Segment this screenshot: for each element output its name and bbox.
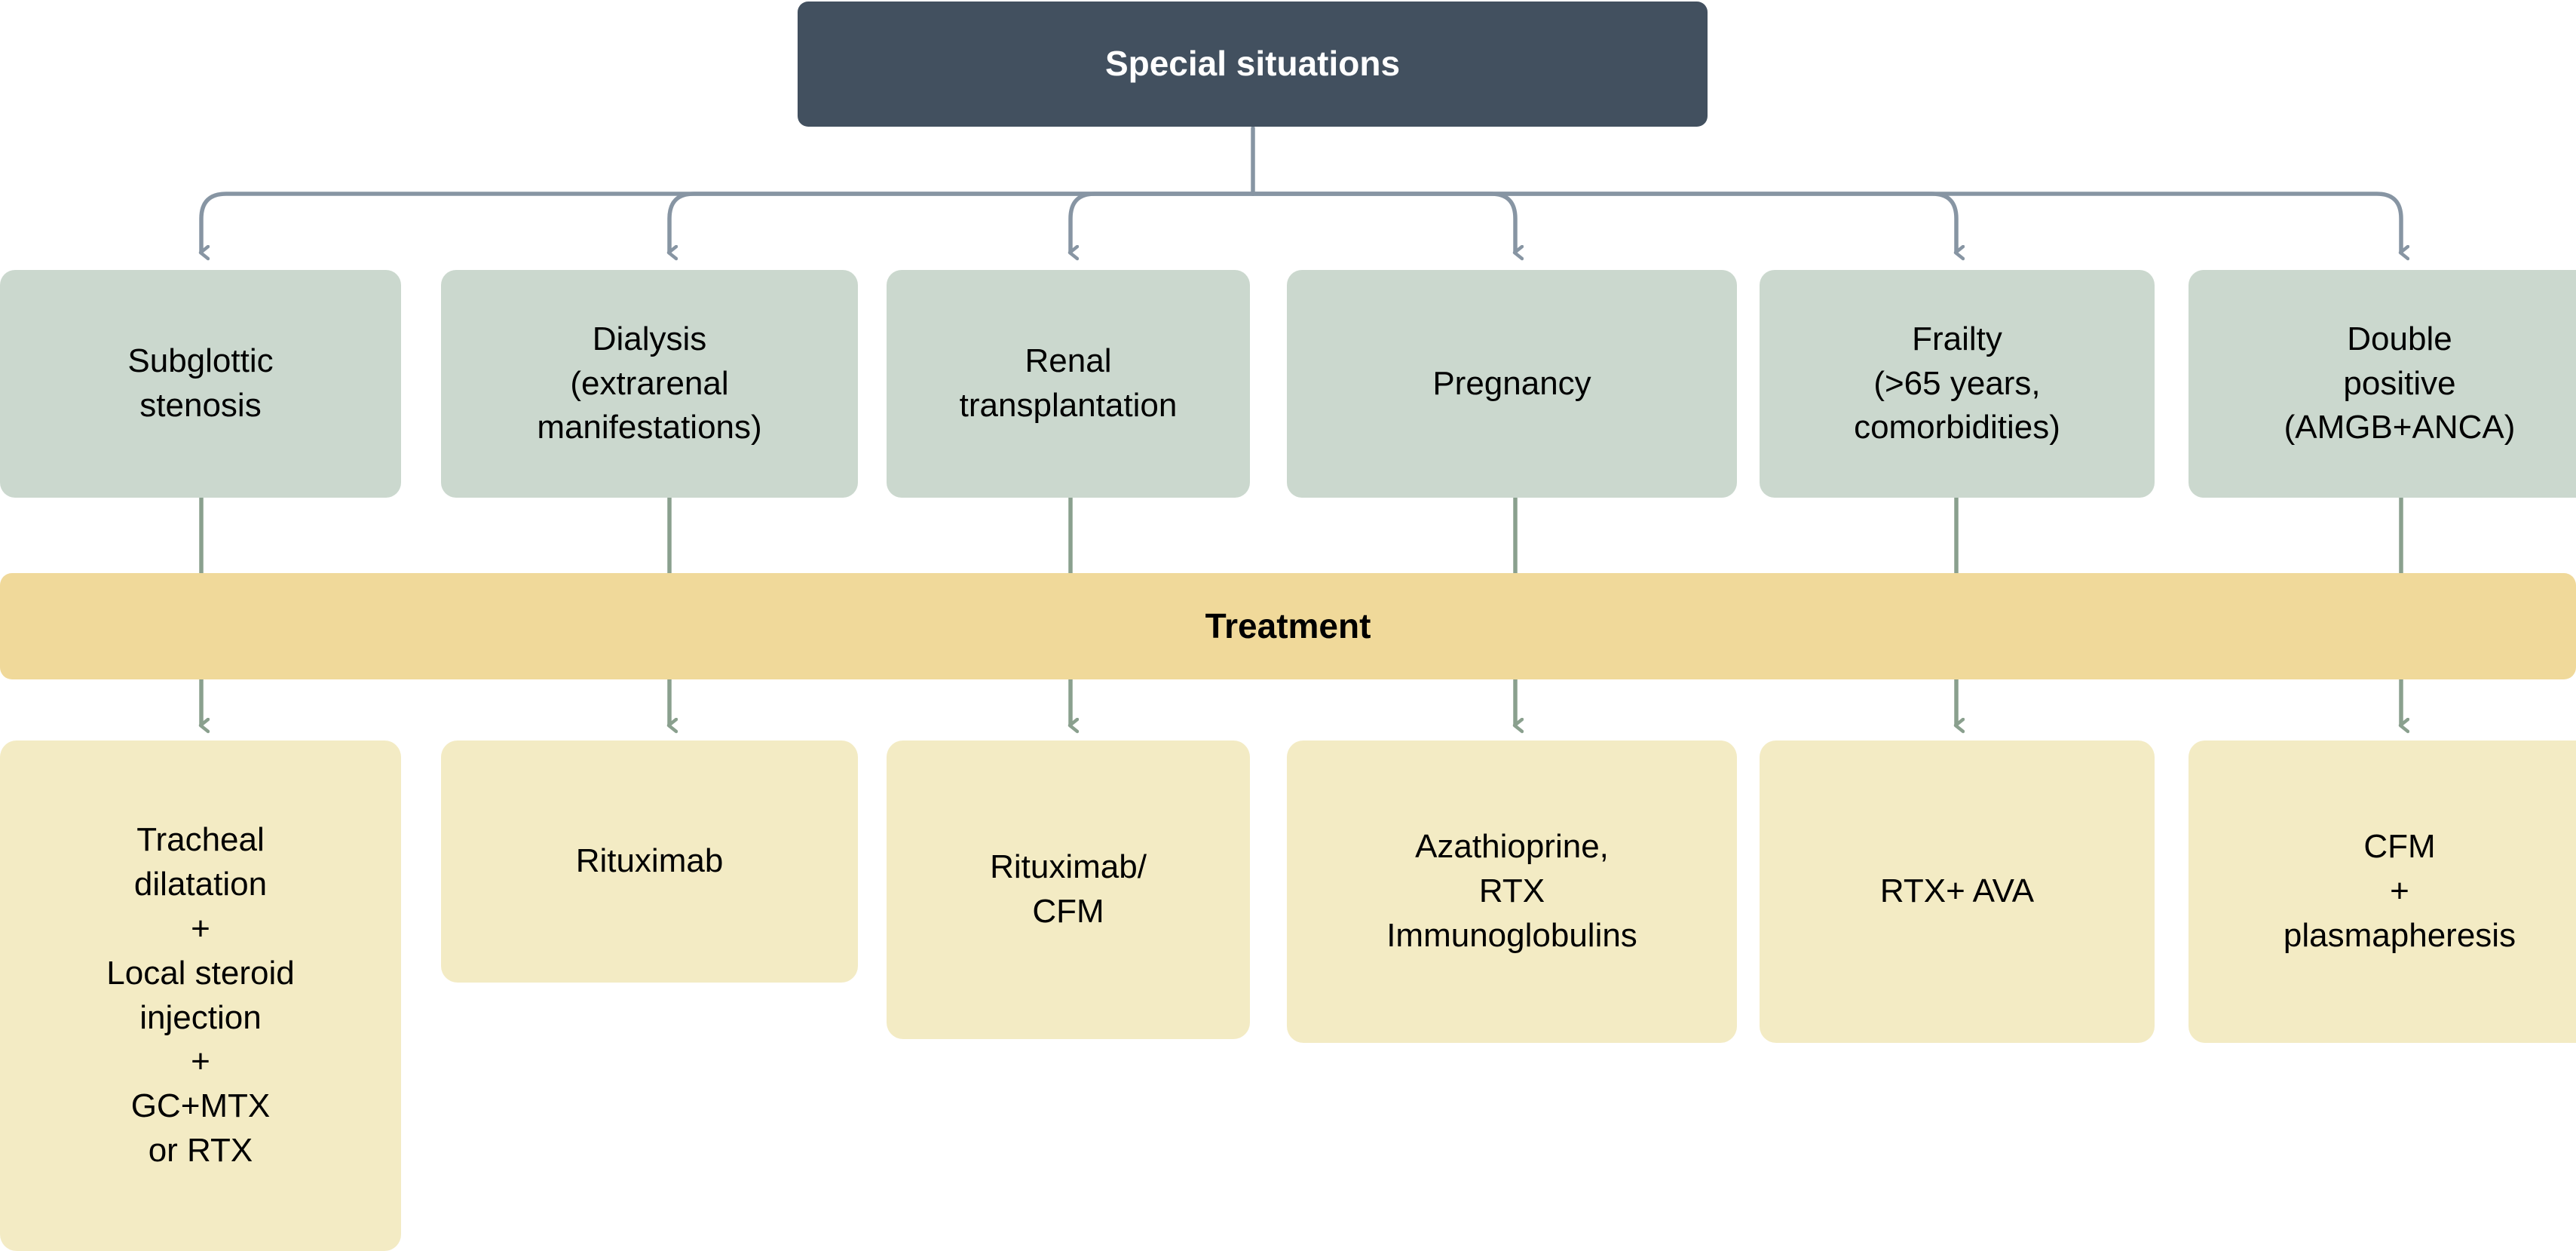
condition-box-dialysis[interactable]: Dialysis (extrarenal manifestations) — [441, 270, 858, 498]
condition-box-subglottic-stenosis[interactable]: Subglottic stenosis — [0, 270, 401, 498]
condition-box-pregnancy[interactable]: Pregnancy — [1287, 270, 1737, 498]
special-situations-header: Special situations — [798, 2, 1708, 127]
condition-box-renal-transplantation[interactable]: Renal transplantation — [887, 270, 1250, 498]
condition-box-double-positive[interactable]: Double positive (AMGB+ANCA) — [2189, 270, 2576, 498]
treatment-banner: Treatment — [0, 573, 2576, 679]
treatment-box-cfm-plasmapheresis[interactable]: CFM + plasmapheresis — [2189, 740, 2576, 1043]
treatment-box-azathioprine-rtx-immunoglobulins[interactable]: Azathioprine, RTX Immunoglobulins — [1287, 740, 1737, 1043]
condition-box-frailty[interactable]: Frailty (>65 years, comorbidities) — [1760, 270, 2155, 498]
treatment-box-rtx-ava[interactable]: RTX+ AVA — [1760, 740, 2155, 1043]
treatment-box-rituximab-cfm[interactable]: Rituximab/ CFM — [887, 740, 1250, 1039]
treatment-box-tracheal-dilatation[interactable]: Tracheal dilatation + Local steroid inje… — [0, 740, 401, 1251]
treatment-box-rituximab[interactable]: Rituximab — [441, 740, 858, 983]
